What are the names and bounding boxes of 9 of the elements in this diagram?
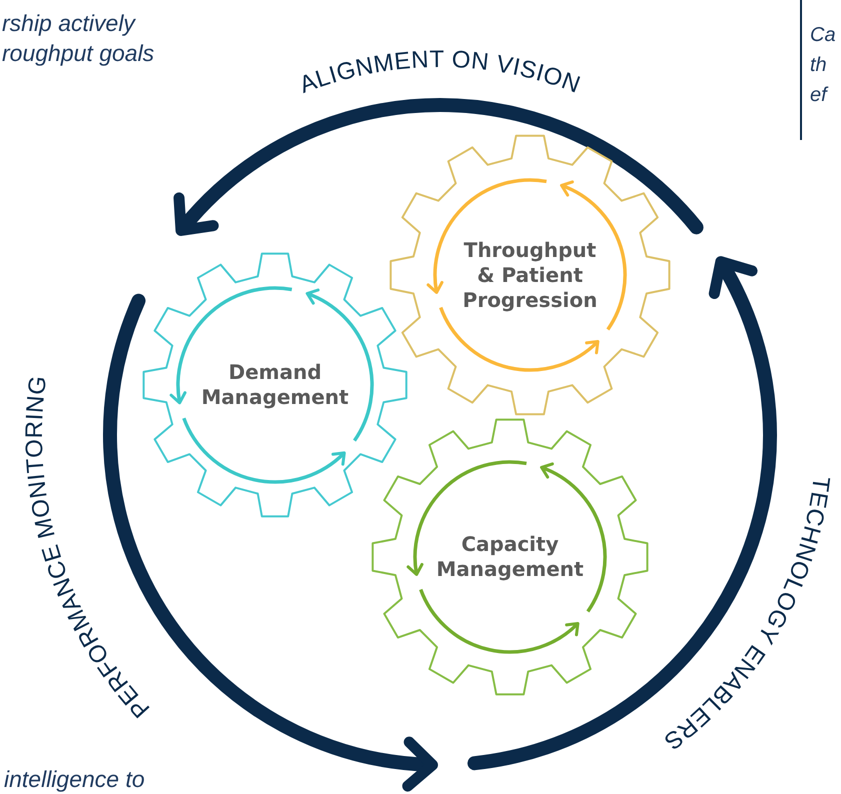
gear [372,419,648,695]
gear [143,253,407,517]
note-text: Ca th ef [810,23,836,108]
note-text: rship actively roughput goals [2,9,156,68]
gear-label: Throughput & Patient Progression [462,238,598,312]
gear-label: Capacity Management [435,532,585,582]
gear-label: Demand Management [200,360,350,410]
gear [390,135,670,415]
note-text: intelligence to [4,765,145,794]
